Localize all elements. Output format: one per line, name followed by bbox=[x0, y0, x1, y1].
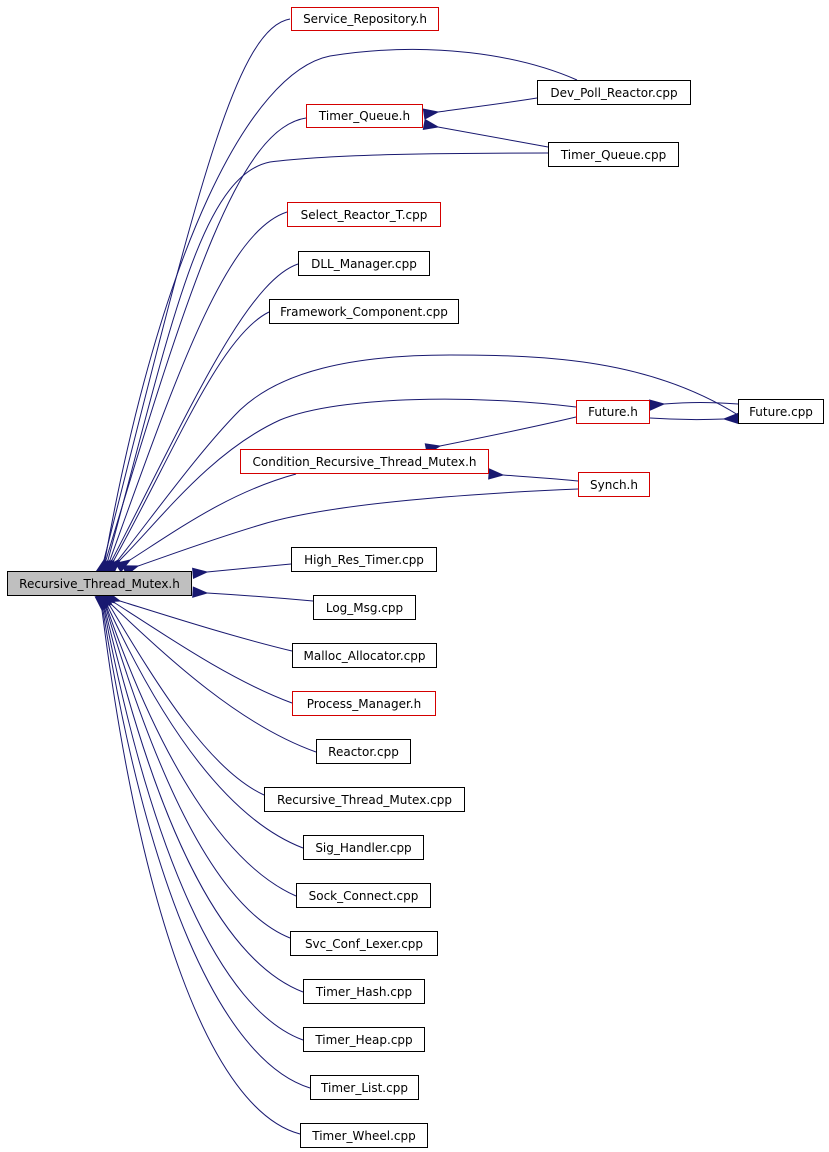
edge-svc-conf-lexer-to-root bbox=[105, 607, 291, 939]
node-malloc-allocator-cpp[interactable]: Malloc_Allocator.cpp bbox=[292, 643, 437, 668]
edge-future-h-to-condition-recursive bbox=[439, 416, 577, 447]
node-timer-queue-h[interactable]: Timer_Queue.h bbox=[306, 104, 423, 128]
edge-timer-queue-h-to-root bbox=[105, 117, 307, 561]
node-sock-connect-cpp[interactable]: Sock_Connect.cpp bbox=[296, 883, 431, 908]
node-condition-recursive-thread-mutex-h[interactable]: Condition_Recursive_Thread_Mutex.h bbox=[240, 449, 489, 474]
node-reactor-cpp[interactable]: Reactor.cpp bbox=[316, 739, 411, 764]
node-dll-manager-cpp[interactable]: DLL_Manager.cpp bbox=[298, 251, 430, 276]
node-svc-conf-lexer-cpp[interactable]: Svc_Conf_Lexer.cpp bbox=[290, 931, 438, 956]
arrowhead-synch-h-to-condition-recursive bbox=[488, 468, 505, 480]
node-sig-handler-cpp[interactable]: Sig_Handler.cpp bbox=[303, 835, 424, 860]
node-synch-h[interactable]: Synch.h bbox=[578, 472, 650, 497]
edge-dev-poll-reactor-to-root bbox=[104, 48, 578, 561]
edge-timer-heap-to-root bbox=[103, 608, 304, 1041]
node-recursive-thread-mutex-h: Recursive_Thread_Mutex.h bbox=[7, 571, 192, 596]
edge-future-h-to-root bbox=[119, 398, 577, 561]
edge-high-res-timer-to-root bbox=[206, 563, 292, 573]
edge-future-cpp-to-root bbox=[117, 354, 739, 561]
edge-reactor-to-root bbox=[111, 604, 317, 753]
edge-framework-component-to-root bbox=[113, 311, 270, 561]
node-service-repository-h[interactable]: Service_Repository.h bbox=[291, 7, 439, 31]
node-future-h[interactable]: Future.h bbox=[576, 400, 650, 424]
arrowhead-dev-poll-reactor-to-timer-queue-h bbox=[422, 108, 440, 120]
edge-condition-recursive-to-root bbox=[129, 473, 297, 561]
edge-dev-poll-reactor-to-timer-queue-h bbox=[437, 97, 538, 113]
edge-timer-wheel-to-root bbox=[101, 609, 301, 1135]
edge-process-manager-to-root bbox=[114, 602, 293, 704]
edge-future-cpp-to-future-h bbox=[663, 402, 739, 405]
edge-synch-h-to-condition-recursive bbox=[502, 474, 579, 482]
edge-timer-queue-cpp-to-root bbox=[107, 152, 549, 561]
arrowhead-log-msg-to-root bbox=[192, 586, 209, 598]
node-future-cpp[interactable]: Future.cpp bbox=[738, 399, 824, 424]
edge-timer-list-to-root bbox=[102, 609, 311, 1089]
node-timer-queue-cpp[interactable]: Timer_Queue.cpp bbox=[548, 142, 679, 167]
node-process-manager-h[interactable]: Process_Manager.h bbox=[292, 691, 436, 716]
node-log-msg-cpp[interactable]: Log_Msg.cpp bbox=[313, 595, 416, 620]
arrowhead-timer-wheel-to-root bbox=[94, 594, 106, 612]
node-recursive-thread-mutex-cpp[interactable]: Recursive_Thread_Mutex.cpp bbox=[264, 787, 465, 812]
node-timer-hash-cpp[interactable]: Timer_Hash.cpp bbox=[303, 979, 425, 1004]
arrowhead-future-h-to-future-cpp bbox=[722, 412, 739, 425]
node-timer-wheel-cpp[interactable]: Timer_Wheel.cpp bbox=[300, 1123, 428, 1148]
arrowhead-high-res-timer-to-root bbox=[192, 567, 209, 579]
arrowhead-timer-queue-cpp-to-timer-queue-h bbox=[422, 118, 440, 130]
node-dev-poll-reactor-cpp[interactable]: Dev_Poll_Reactor.cpp bbox=[537, 80, 691, 105]
edge-future-h-to-future-cpp bbox=[649, 417, 725, 421]
arrowhead-future-cpp-to-future-h bbox=[649, 399, 666, 411]
node-select-reactor-t-cpp[interactable]: Select_Reactor_T.cpp bbox=[287, 202, 441, 227]
node-framework-component-cpp[interactable]: Framework_Component.cpp bbox=[269, 299, 459, 324]
node-high-res-timer-cpp[interactable]: High_Res_Timer.cpp bbox=[291, 547, 437, 572]
node-timer-list-cpp[interactable]: Timer_List.cpp bbox=[310, 1075, 419, 1100]
edge-malloc-allocator-to-root bbox=[119, 600, 293, 652]
edge-timer-queue-cpp-to-timer-queue-h bbox=[437, 126, 549, 148]
edge-sig-handler-to-root bbox=[107, 606, 304, 849]
edge-service-repository-to-root bbox=[103, 18, 291, 561]
edge-select-reactor-t-to-root bbox=[109, 211, 288, 561]
node-timer-heap-cpp[interactable]: Timer_Heap.cpp bbox=[303, 1027, 425, 1052]
edge-synch-h-to-root bbox=[137, 488, 579, 567]
edge-timer-hash-to-root bbox=[104, 608, 304, 993]
edge-recursive-cpp-to-root bbox=[109, 605, 265, 796]
edge-sock-connect-to-root bbox=[106, 607, 297, 897]
edge-log-msg-to-root bbox=[206, 592, 314, 602]
edge-dll-manager-to-root bbox=[111, 263, 299, 561]
